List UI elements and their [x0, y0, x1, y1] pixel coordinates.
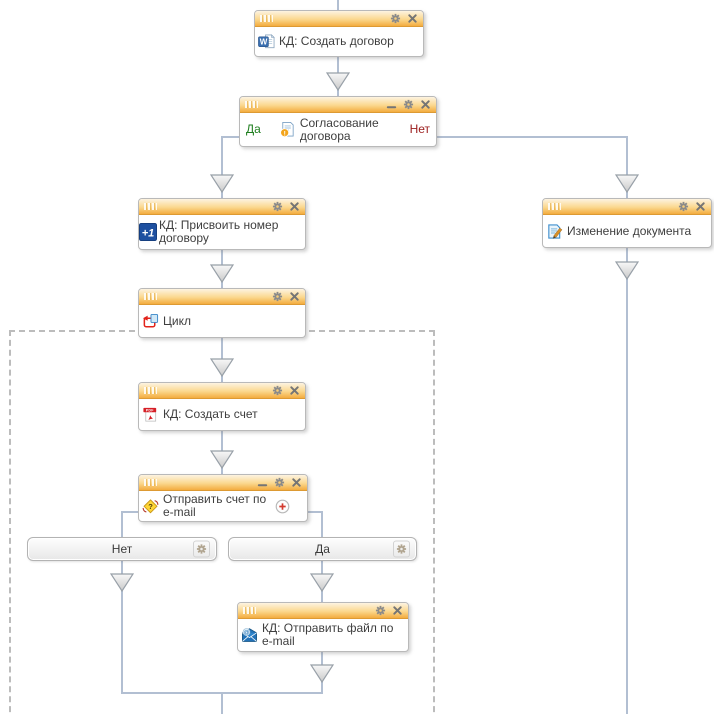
block-approval[interactable]: Да ! Согласование договора Нет	[239, 96, 437, 147]
svg-text:+1: +1	[142, 227, 155, 239]
gear-icon[interactable]	[375, 605, 386, 616]
gear-icon[interactable]	[193, 540, 210, 558]
connector-line	[626, 136, 628, 198]
connector-line	[221, 692, 223, 714]
close-icon[interactable]	[420, 99, 431, 110]
block-titlebar[interactable]	[543, 199, 711, 215]
flow-arrow-icon	[210, 174, 234, 193]
block-title: Изменение документа	[567, 223, 692, 238]
close-icon[interactable]	[289, 385, 300, 396]
drag-grip-icon[interactable]	[144, 387, 157, 394]
block-title: КД: Присвоить номер договору	[159, 218, 279, 245]
word-document-icon: W	[258, 33, 275, 50]
mail-envelope-icon: @	[241, 627, 258, 644]
gear-icon[interactable]	[678, 201, 689, 212]
block-send-file[interactable]: @ КД: Отправить файл по e-mail	[237, 602, 409, 652]
loop-icon	[142, 313, 159, 330]
gear-icon[interactable]	[274, 477, 285, 488]
connector-line	[221, 136, 223, 198]
minimize-icon[interactable]	[386, 99, 397, 110]
branch-button-no[interactable]: Нет	[27, 537, 217, 561]
drag-grip-icon[interactable]	[144, 479, 157, 486]
minimize-icon[interactable]	[257, 477, 268, 488]
gear-icon[interactable]	[272, 201, 283, 212]
gear-icon[interactable]	[390, 13, 401, 24]
block-titlebar[interactable]	[139, 289, 305, 305]
block-titlebar[interactable]	[139, 475, 307, 491]
block-titlebar[interactable]	[255, 11, 423, 27]
document-warning-icon: !	[279, 121, 296, 138]
block-assign-number[interactable]: +1 КД: Присвоить номер договору	[138, 198, 306, 250]
connector-line	[308, 511, 323, 513]
block-loop[interactable]: Цикл	[138, 288, 306, 338]
branch-button-yes[interactable]: Да	[228, 537, 417, 561]
flow-arrow-icon	[310, 573, 334, 592]
block-titlebar[interactable]	[139, 383, 305, 399]
close-icon[interactable]	[407, 13, 418, 24]
block-create-contract[interactable]: W КД: Создать договор	[254, 10, 424, 57]
plus-one-icon: +1	[139, 223, 157, 241]
drag-grip-icon[interactable]	[144, 293, 157, 300]
svg-text:@: @	[244, 630, 250, 636]
gear-icon[interactable]	[272, 385, 283, 396]
branch-label: Нет	[111, 542, 133, 556]
block-title: Отправить счет по e-mail	[163, 492, 267, 519]
connector-line	[626, 248, 628, 714]
flow-arrow-icon	[210, 358, 234, 377]
block-create-invoice[interactable]: PDF КД: Создать счет	[138, 382, 306, 431]
close-icon[interactable]	[392, 605, 403, 616]
flow-arrow-icon	[310, 664, 334, 683]
block-change-document[interactable]: Изменение документа	[542, 198, 712, 248]
flow-arrow-icon	[326, 72, 350, 91]
pdf-file-icon: PDF	[142, 406, 159, 423]
drag-grip-icon[interactable]	[144, 203, 157, 210]
drag-grip-icon[interactable]	[245, 101, 258, 108]
gear-icon[interactable]	[393, 540, 410, 558]
block-title: КД: Создать счет	[163, 407, 258, 421]
flow-arrow-icon	[615, 261, 639, 280]
connector-line	[121, 511, 123, 537]
svg-text:!: !	[283, 130, 285, 137]
connector-line	[222, 136, 241, 138]
close-icon[interactable]	[289, 291, 300, 302]
close-icon[interactable]	[695, 201, 706, 212]
block-send-invoice[interactable]: ? Отправить счет по e-mail	[138, 474, 308, 522]
svg-text:W: W	[260, 38, 268, 47]
block-title: КД: Отправить файл по e-mail	[262, 621, 394, 648]
connector-line	[122, 511, 139, 513]
close-icon[interactable]	[291, 477, 302, 488]
flow-arrow-icon	[615, 174, 639, 193]
block-titlebar[interactable]	[238, 603, 408, 619]
svg-text:PDF: PDF	[146, 408, 155, 412]
connector-line	[121, 561, 123, 694]
script-question-icon: ?	[142, 498, 159, 515]
drag-grip-icon[interactable]	[260, 15, 273, 22]
document-edit-icon	[546, 223, 563, 240]
yes-connector-label[interactable]: Да	[246, 122, 261, 136]
block-titlebar[interactable]	[139, 199, 305, 215]
block-title: Согласование договора	[299, 115, 379, 143]
block-titlebar[interactable]	[240, 97, 436, 113]
gear-icon[interactable]	[272, 291, 283, 302]
close-icon[interactable]	[289, 201, 300, 212]
branch-label: Да	[315, 542, 330, 556]
no-connector-label[interactable]: Нет	[409, 122, 430, 136]
connector-line	[321, 511, 323, 537]
flow-arrow-icon	[110, 573, 134, 592]
flow-arrow-icon	[210, 450, 234, 469]
connector-line	[436, 136, 628, 138]
svg-text:?: ?	[148, 502, 153, 511]
flow-arrow-icon	[210, 264, 234, 283]
gear-icon[interactable]	[403, 99, 414, 110]
connector-line	[337, 0, 339, 10]
block-title: Цикл	[163, 313, 191, 328]
block-title: КД: Создать договор	[279, 34, 394, 48]
drag-grip-icon[interactable]	[548, 203, 561, 210]
drag-grip-icon[interactable]	[243, 607, 256, 614]
add-connector-icon[interactable]	[275, 499, 290, 514]
